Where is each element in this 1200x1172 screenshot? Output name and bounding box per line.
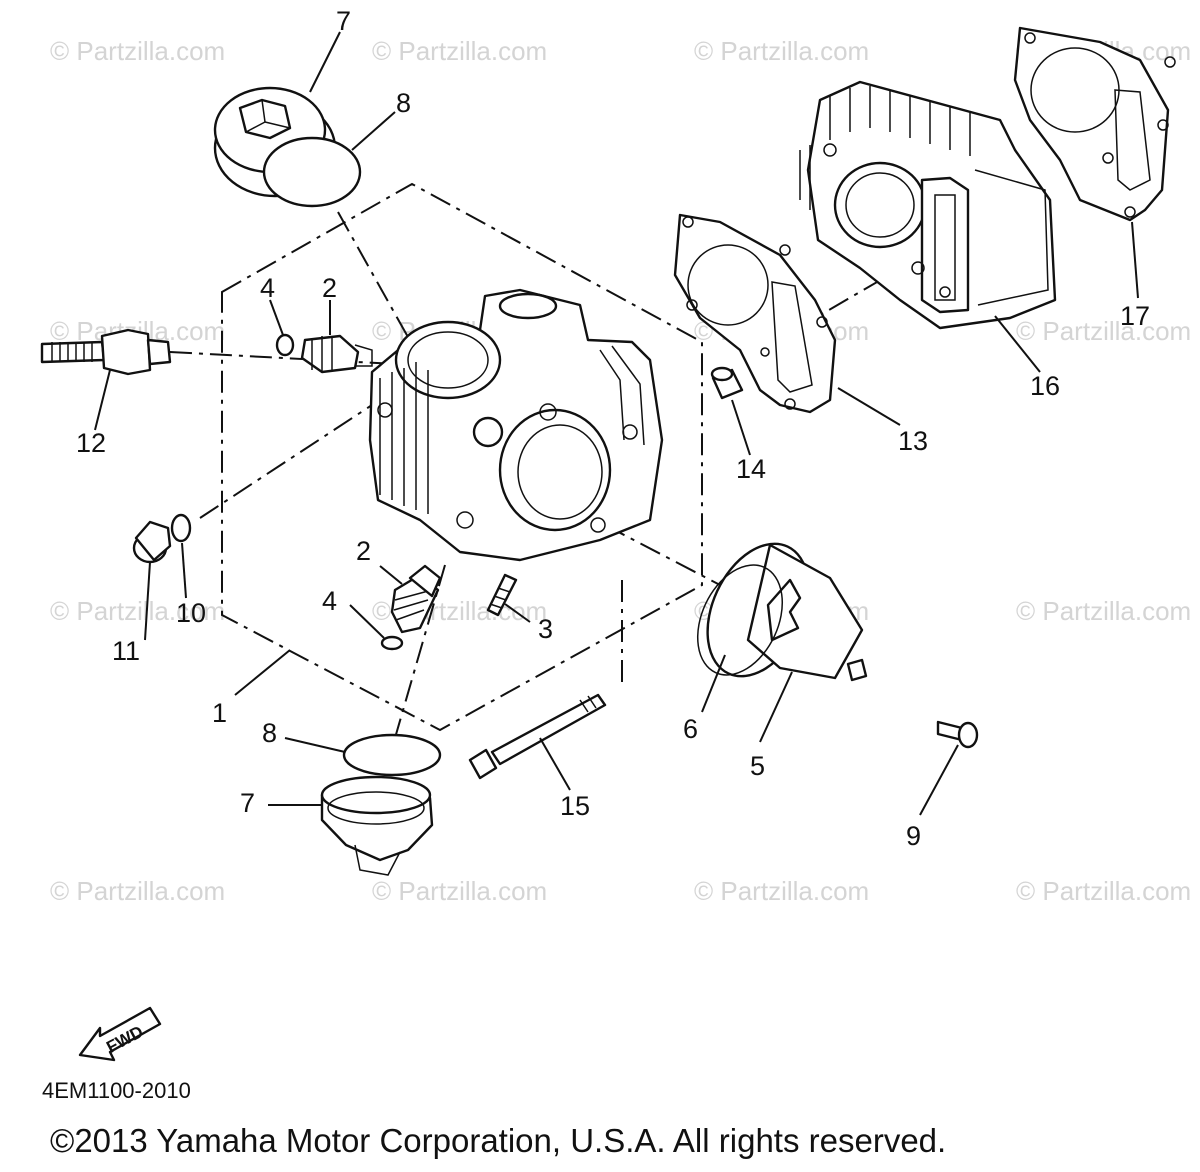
stud-bolt [486,573,518,617]
callout-4-top: 4 [260,273,275,303]
head-gasket [673,213,837,414]
callout-7-bottom: 7 [240,788,255,818]
assembly-boundary [221,182,703,732]
callout-15: 15 [560,791,590,821]
watermark: © Partzilla.com [372,36,547,66]
copyright-notice: ©2013 Yamaha Motor Corporation, U.S.A. A… [50,1122,946,1159]
callout-8-top: 8 [396,88,411,118]
callout-2-bottom: 2 [356,536,371,566]
callout-4-bottom: 4 [322,586,337,616]
watermark: © Partzilla.com [50,596,225,626]
valve-cap-bottom [320,775,434,876]
callout-8-bottom: 8 [262,718,277,748]
watermark: © Partzilla.com [1016,876,1191,906]
callout-3: 3 [538,614,553,644]
circlip-bottom [380,635,404,651]
callout-2-top: 2 [322,273,337,303]
o-ring-top [262,136,362,208]
long-bolt [468,693,607,780]
callout-10: 10 [176,598,206,628]
callout-9: 9 [906,821,921,851]
callout-11: 11 [112,636,140,666]
base-gasket [1013,26,1176,222]
circlip-top [275,333,295,357]
watermark: © Partzilla.com [50,36,225,66]
tappet-cover-o-ring [696,564,784,676]
plug-bolt [132,520,172,564]
callout-1: 1 [212,698,227,728]
callout-13: 13 [898,426,928,456]
callout-14: 14 [736,454,766,484]
watermark: © Partzilla.com [1016,316,1191,346]
callout-12: 12 [76,428,106,458]
watermark: © Partzilla.com [1016,596,1191,626]
spark-plug [40,328,172,376]
watermark: © Partzilla.com [694,36,869,66]
callout-17: 17 [1120,301,1150,331]
watermark: © Partzilla.com [372,876,547,906]
valve-guide-top [300,334,373,374]
callout-16: 16 [1030,371,1060,401]
callout-labels: 7 8 4 2 12 11 10 1 8 7 4 2 3 6 5 15 9 14… [76,6,1150,851]
valve-guide-bottom [390,564,442,634]
plug-gasket [170,513,192,543]
watermark: © Partzilla.com [50,876,225,906]
fwd-arrow-icon: FWD [78,1006,162,1062]
callout-6: 6 [683,714,698,744]
callout-5: 5 [750,751,765,781]
cylinder-block [799,80,1057,330]
dowel-pin [710,366,744,400]
cylinder-head [368,288,664,562]
leader-lines [94,31,1139,816]
watermark: © Partzilla.com [694,876,869,906]
callout-7-top: 7 [336,6,351,36]
diagram-code: 4EM1100-2010 [42,1078,191,1103]
tappet-cover [706,542,868,682]
o-ring-bottom [342,733,442,777]
cover-bolt [936,720,979,749]
